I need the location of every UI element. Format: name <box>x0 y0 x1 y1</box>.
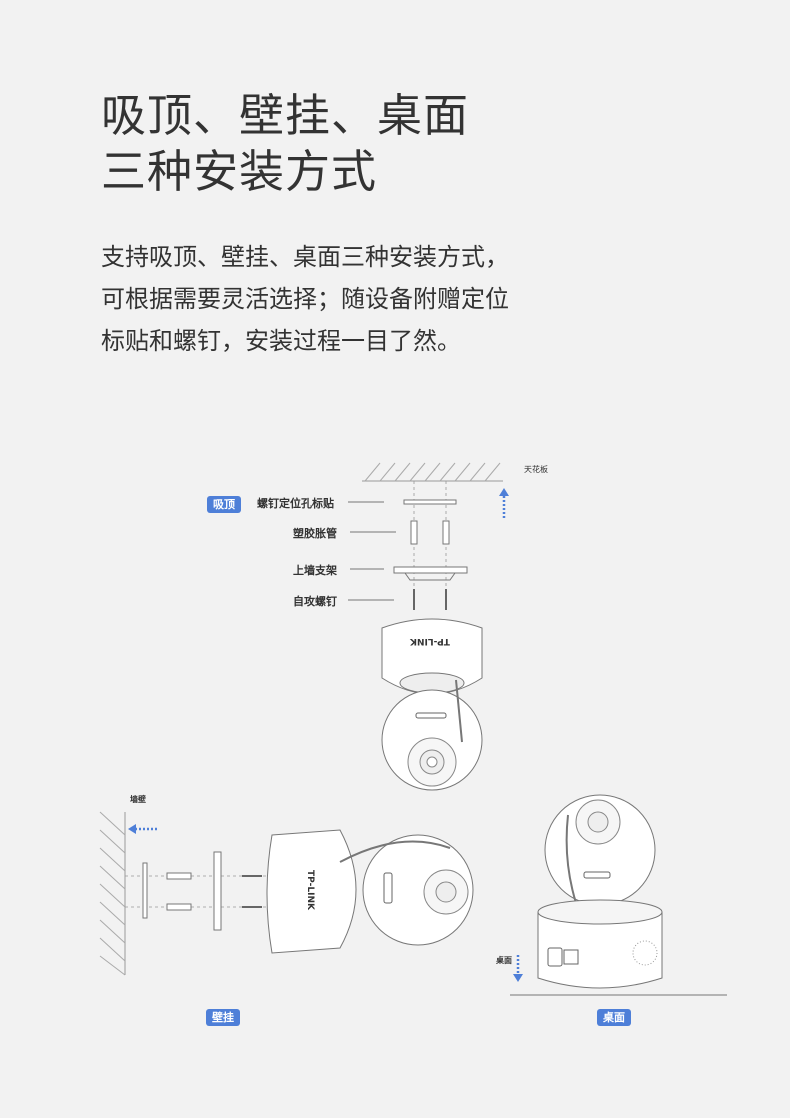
anchor-label: 塑胶胀管 <box>293 527 337 540</box>
bracket-label: 上墙支架 <box>293 564 337 577</box>
ceiling-surface-label: 天花板 <box>524 465 548 474</box>
wall-mount-badge: 壁挂 <box>206 1009 240 1026</box>
location-sticker <box>403 499 457 505</box>
ceiling-direction-arrow <box>499 488 509 518</box>
description: 支持吸顶、壁挂、桌面三种安装方式， 可根据需要灵活选择；随设备附赠定位 标贴和螺… <box>101 236 509 362</box>
wall-surface-label: 墙壁 <box>130 795 146 804</box>
wall-camera-brand: TP-LINK <box>304 870 315 910</box>
mount-bracket <box>393 566 468 581</box>
page-title: 吸顶、壁挂、桌面 三种安装方式 <box>101 88 469 200</box>
wall-camera <box>266 829 474 954</box>
ceiling-surface <box>362 462 503 482</box>
ceiling-mount-badge: 吸顶 <box>207 496 241 513</box>
wall-surface <box>99 811 126 976</box>
description-line-1: 支持吸顶、壁挂、桌面三种安装方式， <box>101 243 509 271</box>
sticker-label: 螺钉定位孔标贴 <box>257 497 334 510</box>
wall-direction-arrow <box>128 824 157 834</box>
desk-surface-label: 桌面 <box>496 956 512 965</box>
desk-mount-badge: 桌面 <box>597 1009 631 1026</box>
screw-label: 自攻螺钉 <box>293 595 337 608</box>
description-line-3: 标贴和螺钉，安装过程一目了然。 <box>101 327 461 355</box>
description-line-2: 可根据需要灵活选择；随设备附赠定位 <box>101 285 509 313</box>
title-line-1: 吸顶、壁挂、桌面 <box>101 89 470 142</box>
desk-camera <box>537 794 663 989</box>
plastic-anchors <box>410 520 450 545</box>
ceiling-camera <box>381 618 483 791</box>
title-line-2: 三种安装方式 <box>101 145 378 198</box>
desk-direction-arrow <box>513 955 523 982</box>
screws <box>413 589 447 610</box>
ceiling-camera-brand: TP-LINK <box>410 636 450 646</box>
